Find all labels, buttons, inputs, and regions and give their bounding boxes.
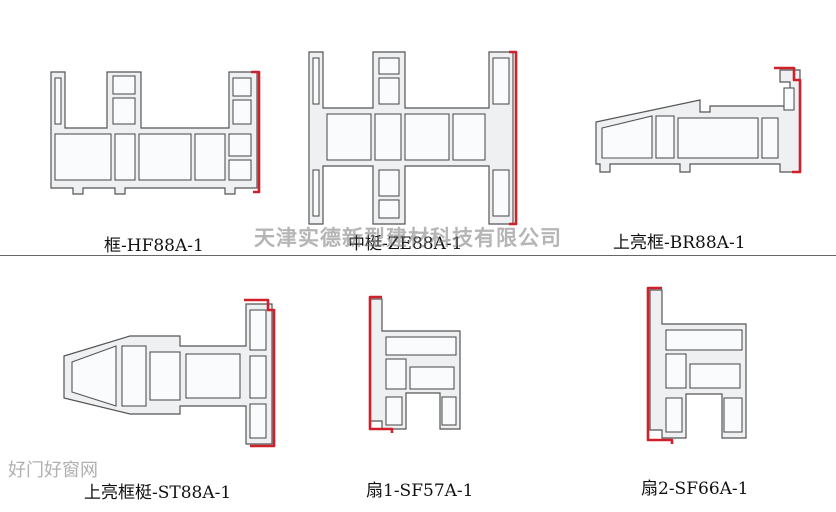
profile-drawing-sf57a [368,295,461,433]
profile-drawing-st88a [63,298,276,448]
profile-drawing-sf66a [646,286,747,444]
profile-drawing-hf88a [50,70,261,195]
profile-drawing-ze88a [308,50,518,226]
profile-label-br88a: 上亮框-BR88A-1 [613,233,746,253]
site-watermark: 好门好窗网 [8,460,98,481]
profile-label-st88a: 上亮框梃-ST88A-1 [84,483,232,503]
company-watermark: 天津实德新型建材科技有限公司 [254,226,562,250]
profile-drawing-br88a [595,66,802,174]
profile-label-sf66a: 扇2-SF66A-1 [641,479,749,499]
section-divider [0,255,836,256]
profile-label-ze88a: 中梃-ZE88A-1 [348,234,463,254]
profile-label-hf88a: 框-HF88A-1 [104,236,204,256]
profile-label-sf57a: 扇1-SF57A-1 [366,481,474,501]
